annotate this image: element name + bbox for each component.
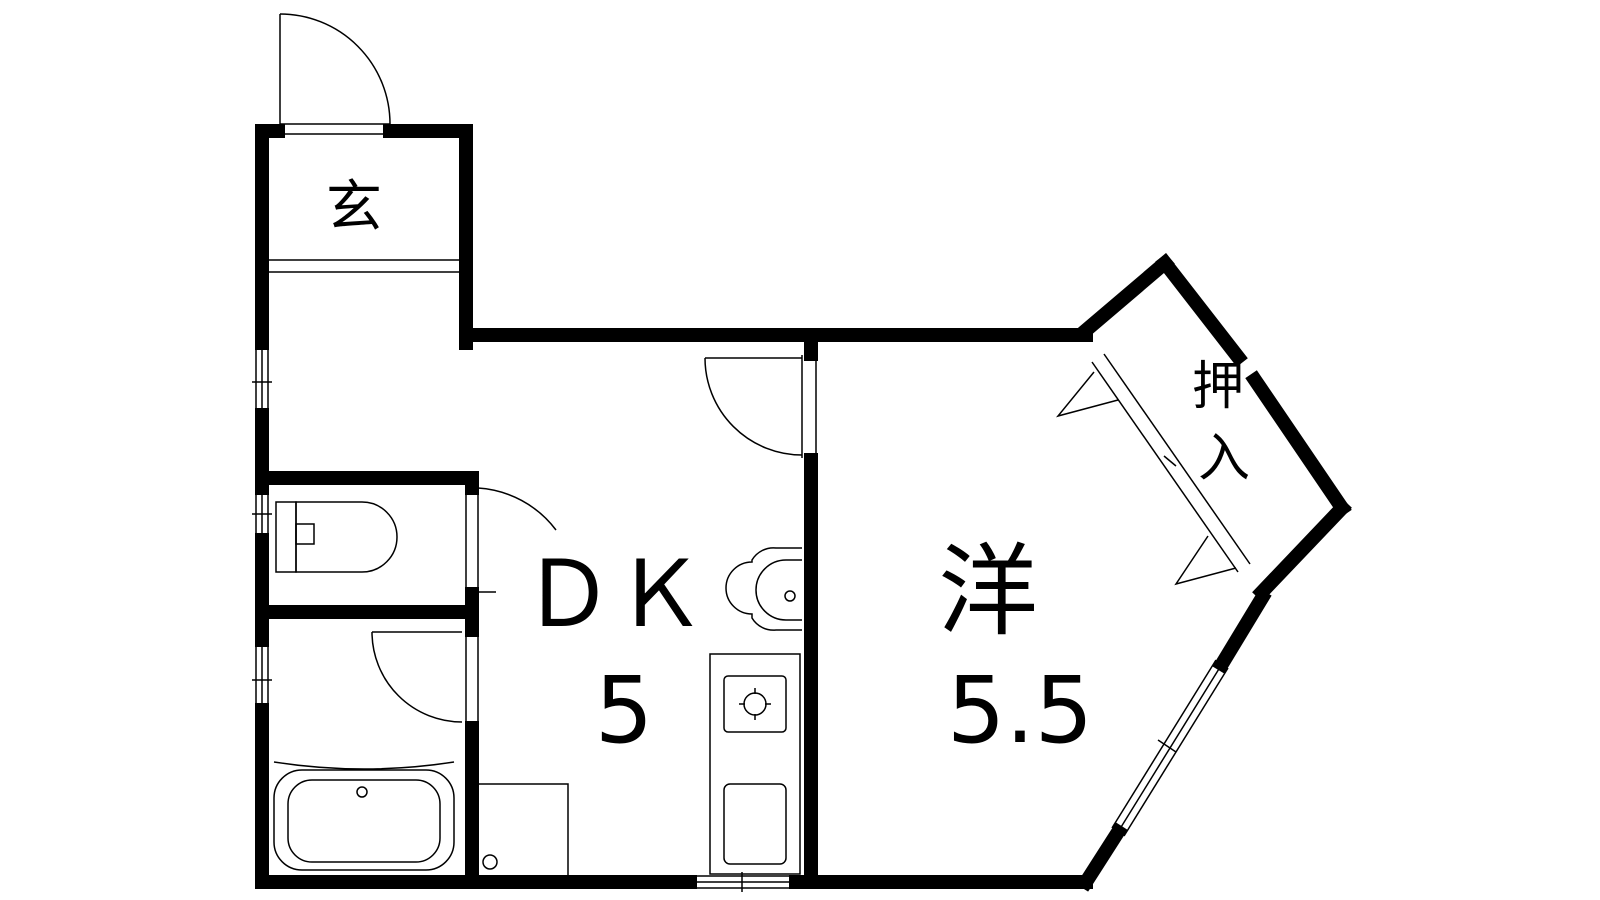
windows bbox=[252, 343, 1229, 892]
wall-western-upper-diag bbox=[1212, 588, 1272, 674]
western-size: 5.5 bbox=[947, 657, 1093, 764]
wall-inner-lines bbox=[268, 259, 1251, 573]
door-swing-icon bbox=[371, 631, 479, 728]
western-label: 洋 bbox=[938, 533, 1038, 650]
sink-icon bbox=[725, 547, 802, 631]
wall-closet-top bbox=[1074, 253, 1175, 342]
wall-western-lower-diag bbox=[1076, 822, 1128, 892]
door-swing-icon bbox=[704, 355, 817, 458]
wall-closet-top-right bbox=[1155, 253, 1248, 367]
wall-closet-bottom bbox=[1252, 498, 1352, 602]
door-swing-icon bbox=[465, 487, 557, 594]
room-labels: 玄 ＤＫ 5 洋 5.5 押 入 bbox=[326, 175, 1250, 764]
doors bbox=[279, 13, 817, 728]
walls bbox=[255, 124, 1352, 892]
stove-icon bbox=[709, 653, 801, 875]
closet-door-rail-b bbox=[1103, 353, 1251, 565]
closet-sliding-doors bbox=[1055, 371, 1237, 586]
dk-size: 5 bbox=[595, 657, 654, 764]
sliding-door-mark bbox=[1055, 371, 1119, 418]
window-icon bbox=[252, 640, 272, 710]
window-icon bbox=[1111, 659, 1229, 837]
toilet-icon bbox=[275, 501, 398, 573]
closet-door-rail-a bbox=[1091, 361, 1239, 573]
closet-label-bottom: 入 bbox=[1198, 429, 1250, 489]
door-swing-icon bbox=[279, 13, 391, 135]
window-icon bbox=[690, 872, 796, 892]
window-icon bbox=[252, 488, 272, 540]
dk-label: ＤＫ bbox=[522, 541, 706, 648]
window-icon bbox=[252, 343, 272, 415]
bathtub-icon bbox=[273, 761, 455, 871]
washer-icon bbox=[477, 783, 569, 879]
wall-closet-right bbox=[1245, 370, 1352, 518]
sliding-door-mark bbox=[1174, 535, 1237, 586]
entrance-label: 玄 bbox=[326, 175, 382, 240]
closet-label-top: 押 bbox=[1192, 357, 1244, 417]
